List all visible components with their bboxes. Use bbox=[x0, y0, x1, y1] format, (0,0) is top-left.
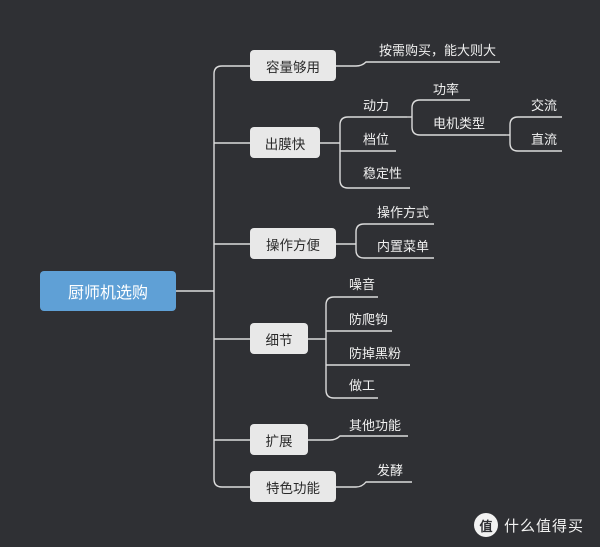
root-node[interactable]: 厨师机选购 bbox=[40, 271, 176, 311]
ease-under-mode bbox=[355, 223, 434, 233]
branch-special-features[interactable]: 特色功能 bbox=[250, 471, 336, 502]
leaf-other-functions[interactable]: 其他功能 bbox=[349, 419, 402, 434]
leaf-operation-mode[interactable]: 操作方式 bbox=[377, 206, 430, 221]
expand-connector bbox=[308, 435, 408, 441]
fast-under-power bbox=[339, 116, 407, 126]
power-under-motor bbox=[411, 126, 506, 136]
capacity-connector bbox=[336, 61, 500, 67]
leaf-fermentation[interactable]: 发酵 bbox=[377, 464, 404, 479]
details-under-work bbox=[325, 389, 378, 399]
branch-details[interactable]: 细节 bbox=[250, 323, 308, 354]
fast-under-stability bbox=[339, 179, 410, 189]
leaf-dc[interactable]: 直流 bbox=[531, 133, 558, 148]
branch-fast-output[interactable]: 出膜快 bbox=[250, 127, 320, 158]
power-under-wattage bbox=[411, 99, 470, 109]
branch-easy-operation[interactable]: 操作方便 bbox=[250, 228, 336, 259]
leaf-builtin-menu[interactable]: 内置菜单 bbox=[377, 240, 430, 255]
motor-under-dc bbox=[509, 142, 562, 152]
root-fork-branch-5 bbox=[213, 478, 250, 488]
watermark-text: 什么值得买 bbox=[504, 516, 585, 535]
leaf-anti-black-powder[interactable]: 防掉黑粉 bbox=[349, 347, 402, 362]
leaf-noise[interactable]: 噪音 bbox=[349, 278, 376, 293]
leaf-gears[interactable]: 档位 bbox=[363, 133, 390, 148]
details-under-noise bbox=[325, 296, 378, 306]
leaf-anti-climb-hook[interactable]: 防爬钩 bbox=[349, 313, 389, 328]
leaf-buy-as-needed[interactable]: 按需购买，能大则大 bbox=[379, 44, 497, 59]
ease-under-menu bbox=[355, 249, 434, 259]
leaf-ac[interactable]: 交流 bbox=[531, 99, 558, 114]
special-connector bbox=[336, 481, 412, 488]
sub-power[interactable]: 动力 bbox=[363, 99, 390, 114]
sub-motor-type[interactable]: 电机类型 bbox=[433, 117, 486, 132]
site-watermark: 值 什么值得买 bbox=[474, 512, 584, 538]
sub-wattage[interactable]: 功率 bbox=[433, 83, 460, 98]
watermark-logo-icon: 值 bbox=[474, 513, 498, 537]
root-fork-branch-0 bbox=[213, 65, 250, 75]
motor-under-ac bbox=[509, 116, 562, 126]
branch-expansion[interactable]: 扩展 bbox=[250, 424, 308, 455]
branch-capacity[interactable]: 容量够用 bbox=[250, 50, 336, 81]
leaf-stability[interactable]: 稳定性 bbox=[363, 167, 403, 182]
leaf-workmanship[interactable]: 做工 bbox=[349, 379, 376, 394]
